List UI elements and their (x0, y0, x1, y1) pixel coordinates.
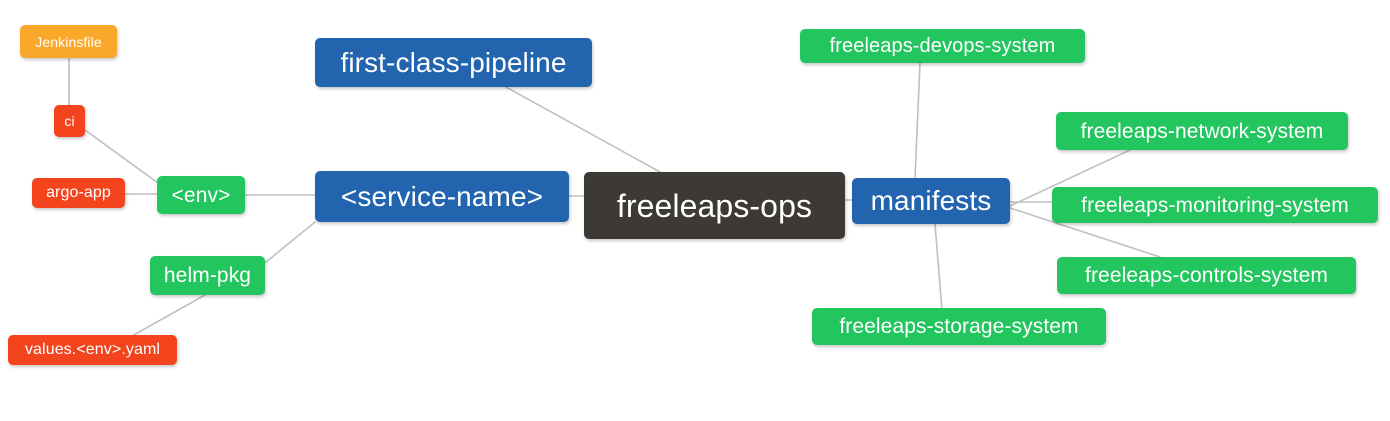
node-freeleaps-controls-system[interactable]: freeleaps-controls-system (1057, 257, 1356, 294)
edge-ci-to-env (84, 129, 159, 184)
node-freeleaps-ops[interactable]: freeleaps-ops (584, 172, 845, 239)
node-manifests[interactable]: manifests (852, 178, 1010, 224)
node-freeleaps-monitoring-system[interactable]: freeleaps-monitoring-system (1052, 187, 1378, 223)
node-env[interactable]: <env> (157, 176, 245, 214)
edge-manifests-to-freeleaps-storage-system (934, 223, 943, 311)
node-jenkinsfile[interactable]: Jenkinsfile (20, 25, 117, 58)
edge-helm-pkg-to-values-yaml (131, 294, 206, 337)
node-values-yaml[interactable]: values.<env>.yaml (8, 335, 177, 365)
node-argo-app[interactable]: argo-app (32, 178, 125, 208)
edge-service-name-to-helm-pkg (265, 221, 316, 263)
node-first-class-pipeline[interactable]: first-class-pipeline (315, 38, 592, 87)
node-helm-pkg[interactable]: helm-pkg (150, 256, 265, 295)
edge-manifests-to-freeleaps-devops-system (914, 62, 921, 179)
node-freeleaps-storage-system[interactable]: freeleaps-storage-system (812, 308, 1106, 345)
node-service-name[interactable]: <service-name> (315, 171, 569, 222)
node-freeleaps-devops-system[interactable]: freeleaps-devops-system (800, 29, 1085, 63)
edge-first-class-pipeline-to-freeleaps-ops (505, 86, 661, 173)
node-ci[interactable]: ci (54, 105, 85, 137)
node-freeleaps-network-system[interactable]: freeleaps-network-system (1056, 112, 1348, 150)
